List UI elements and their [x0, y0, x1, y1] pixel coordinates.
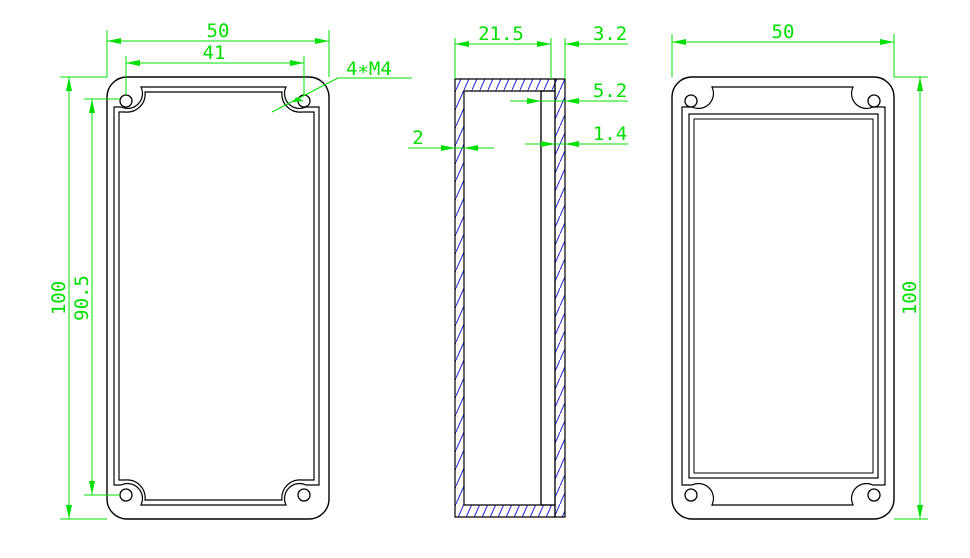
dim-section-depth: 21.5	[478, 23, 524, 45]
back-view	[671, 76, 895, 520]
front-flange-outline	[113, 86, 320, 506]
front-dimension-labels: 50 41 4∗M4 100 90.5	[48, 20, 392, 321]
mounting-hole	[297, 488, 311, 502]
dim-holes-note: 4∗M4	[346, 58, 392, 80]
back-dimensions	[671, 34, 928, 520]
front-outer-outline	[106, 76, 330, 520]
dim-section-lip-thickness: 1.4	[593, 123, 627, 145]
dim-front-height-outer: 100	[48, 281, 70, 315]
section-dimension-labels: 21.5 3.2 5.2 1.4 2	[412, 23, 627, 149]
back-inner-panel	[688, 113, 879, 479]
dim-section-lip-depth: 5.2	[593, 80, 627, 102]
section-view	[454, 78, 566, 518]
back-outer-outline	[671, 76, 895, 520]
dim-back-width: 50	[772, 21, 795, 43]
dim-front-width-outer: 50	[207, 20, 230, 42]
front-inner-outline	[118, 91, 315, 501]
mounting-hole	[684, 94, 698, 108]
dim-front-height-holes: 90.5	[71, 275, 93, 321]
dim-back-height: 100	[899, 281, 921, 315]
back-flange-outline	[681, 86, 886, 506]
back-inner-panel-border	[693, 118, 874, 474]
dim-section-wall-thickness: 2	[412, 127, 423, 149]
dim-section-lip-width: 3.2	[593, 23, 627, 45]
mounting-hole	[867, 488, 881, 502]
mounting-hole	[867, 94, 881, 108]
section-lid-wall	[554, 78, 566, 518]
mounting-hole	[684, 488, 698, 502]
section-dimensions	[408, 38, 628, 151]
front-dimensions	[60, 30, 412, 520]
back-dimension-labels: 50 100	[772, 21, 921, 315]
front-view	[106, 76, 330, 520]
dim-front-width-holes: 41	[203, 42, 226, 64]
